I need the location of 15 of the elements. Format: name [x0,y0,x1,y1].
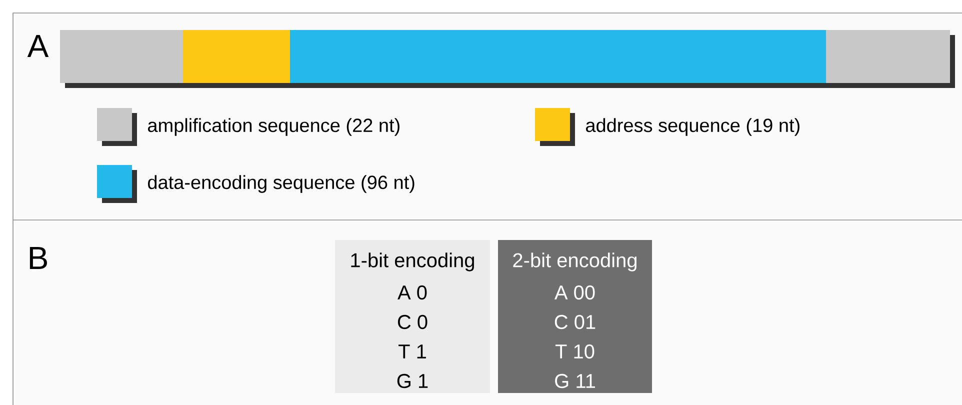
panel-letter: B [30,247,47,269]
legend-label: address sequence (19 nt) [586,118,800,136]
table-cell: 1-bit encoding [351,252,474,272]
table-cell: C 01 [554,314,596,330]
table-cell: G 1 [397,374,428,388]
legend-label: data-encoding sequence (96 nt) [148,175,414,193]
table-cell: T 10 [555,344,594,359]
panel-letter: A [27,35,49,57]
table-cell: 2-bit encoding [513,252,636,272]
table-cell: T 1 [398,344,426,358]
table-cell: C 0 [398,314,428,330]
table-cell: G 11 [555,374,595,388]
table-cell: A 00 [554,285,595,300]
legend-label: amplification sequence (22 nt) [148,118,400,136]
table-cell: A 0 [398,285,427,300]
